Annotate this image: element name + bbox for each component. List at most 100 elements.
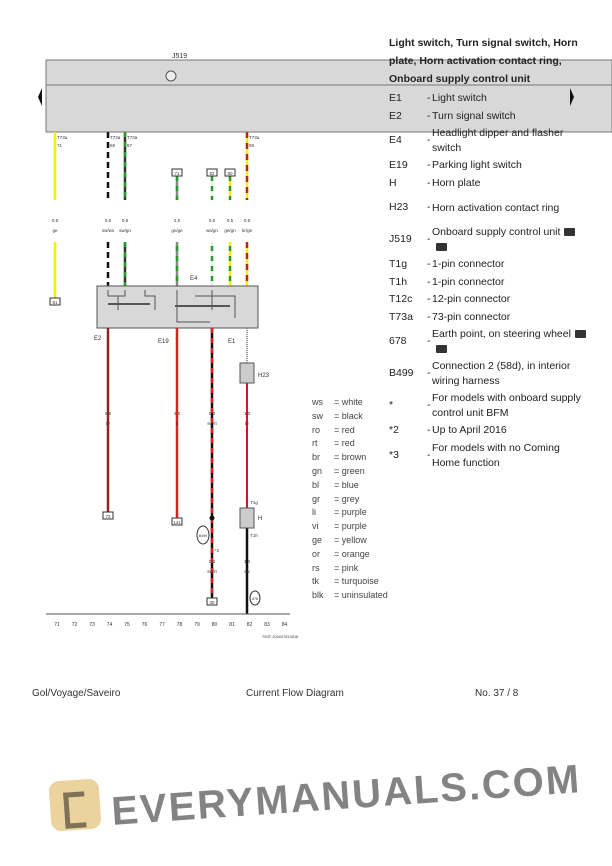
track-number: 73 (89, 622, 95, 628)
legend-item: E2-Turn signal switch (389, 108, 589, 126)
legend-desc: Turn signal switch (432, 109, 589, 124)
legend-item: T1g-1-pin connector (389, 256, 589, 274)
legend-item: H23-Horn activation contact ring (389, 192, 589, 224)
legend-desc: 1-pin connector (432, 257, 589, 272)
legend-code: B499 (389, 367, 414, 380)
color-code: li (312, 507, 316, 518)
legend-item: *3-For models with no Coming Home functi… (389, 440, 589, 472)
legend-desc: Horn activation contact ring (432, 201, 589, 216)
legend-item: E19-Parking light switch (389, 157, 589, 175)
track-number: 72 (72, 622, 78, 628)
legend-desc-text: Turn signal switch (432, 109, 516, 122)
legend-code: E4 (389, 134, 402, 147)
reference-box: 90 (227, 171, 233, 176)
wire-color: sw/rt (207, 421, 217, 426)
legend-code: 678 (389, 335, 407, 348)
track-number: 75 (124, 622, 130, 628)
watermark: EVERYMANUALS.COM (110, 757, 583, 834)
wire-color: br (106, 421, 111, 426)
legend-dash: - (427, 310, 431, 323)
document-code: TSGF-2016/0703-0818 (262, 635, 298, 639)
legend: Light switch, Turn signal switch, Horn p… (389, 34, 589, 472)
color-code-item: ge= yellow (312, 534, 388, 548)
legend-item: *-For models with onboard supply control… (389, 390, 589, 422)
earth-point-678: 678 (252, 597, 258, 601)
legend-desc: Parking light switch (432, 158, 589, 173)
legend-desc: Horn plate (432, 176, 589, 191)
component-e2: E2 (94, 336, 102, 342)
legend-desc-text: For models with no Coming Home function (432, 441, 560, 469)
legend-code: T1h (389, 275, 408, 288)
color-code-item: rt= red (312, 437, 388, 451)
legend-dash: - (427, 335, 431, 348)
legend-dash: - (427, 176, 431, 189)
color-code: ws (312, 397, 323, 407)
legend-desc-text: Horn activation contact ring (432, 201, 560, 214)
control-unit-label: J519 (172, 53, 187, 60)
connector-label: T73a (57, 135, 68, 140)
legend-code: J519 (389, 233, 412, 246)
track-number: 78 (177, 622, 183, 628)
wire-size: 0.5 (105, 411, 112, 416)
legend-desc: 73-pin connector (432, 310, 589, 325)
legend-dash: - (427, 233, 431, 246)
color-name: purple (341, 507, 367, 518)
color-code: br (312, 452, 321, 463)
color-code-item: gn= green (312, 465, 388, 479)
component-e4: E4 (190, 276, 198, 282)
wires-bottom (106, 328, 255, 614)
connector-label: T73a (127, 135, 138, 140)
color-code: or (312, 548, 321, 559)
color-code: tk (312, 576, 320, 587)
legend-desc-text: Headlight dipper and flasher switch (432, 127, 564, 154)
legend-code: H (389, 176, 397, 189)
wire-size: 1.0 (244, 559, 251, 564)
wire-color: sw/ws (102, 228, 115, 233)
legend-desc: Up to April 2016 (432, 423, 589, 438)
connector-pin: 59 (249, 143, 255, 148)
legend-dash: - (427, 134, 431, 147)
color-code-item: sw= black (312, 410, 388, 424)
legend-item: T1h-1-pin connector (389, 274, 589, 292)
connector-pin: 71 (57, 143, 63, 148)
reference-box: 73 (105, 514, 111, 519)
legend-desc-text: For models with onboard supply control u… (432, 392, 581, 419)
track-number: 71 (54, 622, 60, 628)
ground-symbol-icon (165, 70, 177, 82)
color-name: purple (341, 521, 367, 532)
camera-icon[interactable] (436, 243, 447, 252)
color-name: red (341, 424, 355, 435)
camera-icon[interactable] (574, 330, 586, 339)
wire-size: 2.5 (174, 218, 181, 223)
wire-color: sw/gn (119, 228, 131, 233)
color-code: vi (312, 521, 319, 532)
legend-code: *2 (389, 424, 399, 436)
color-code-item: or= orange (312, 548, 388, 562)
footnote-marker: *2 (215, 548, 220, 553)
wire-size: 0.5 (105, 218, 112, 223)
color-name: pink (341, 562, 359, 573)
legend-desc: For models with no Coming Home function (432, 441, 589, 471)
legend-dash: - (427, 424, 431, 436)
color-name: turquoise (341, 576, 379, 587)
connector-pin: 57 (127, 143, 133, 148)
color-code: rs (312, 562, 320, 573)
camera-icon[interactable] (564, 228, 576, 237)
wire-size: 0.5 (122, 218, 129, 223)
wire-size: 0.5 (244, 218, 251, 223)
footer-doc-type: Current Flow Diagram (246, 688, 344, 699)
track-number: 83 (264, 622, 270, 628)
legend-item: 678 -Earth point, on steering wheel (389, 326, 589, 358)
wire-color: ge (52, 228, 58, 233)
camera-icon[interactable] (436, 345, 447, 354)
legend-item: J519 -Onboard supply control unit (389, 224, 589, 256)
color-name: black (341, 410, 363, 421)
legend-desc-text: Onboard supply control unit (432, 226, 561, 238)
wire-size: 1.0 (244, 411, 251, 416)
component-h: H (258, 516, 262, 522)
legend-desc-text: Earth point, on steering wheel (432, 328, 571, 340)
wire-color: sw/rt (207, 569, 217, 574)
color-code-item: li= purple (312, 506, 388, 520)
